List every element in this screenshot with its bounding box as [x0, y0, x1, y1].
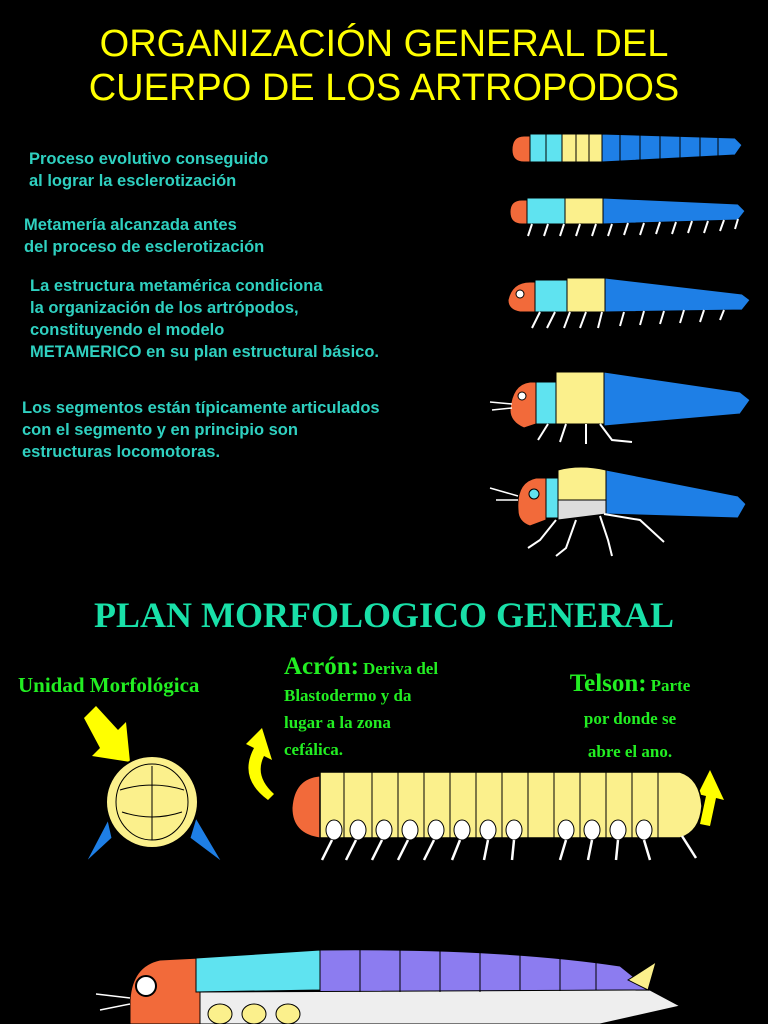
acron-line-4: cefálica.: [284, 740, 343, 759]
bottom-insect-icon: [95, 949, 682, 1024]
curved-arrow-icon: [246, 728, 274, 800]
note-2-line-1: Metamería alcanzada antes: [24, 216, 237, 234]
arrow-icon: [84, 706, 130, 762]
note-2-line-2: del proceso de esclerotización: [24, 238, 265, 256]
note-1-line-1: Proceso evolutivo conseguido: [29, 150, 269, 168]
note-1: Proceso evolutivo conseguido al lograr l…: [29, 148, 268, 192]
telson-arrow-icon: [698, 770, 724, 826]
note-3-line-4: METAMERICO en su plan estructural básico…: [30, 343, 380, 361]
acron-line-3: lugar a la zona: [284, 713, 391, 732]
note-1-line-2: al lograr la esclerotización: [29, 172, 237, 190]
telson-line-1: Parte: [650, 676, 691, 695]
telson-block: Telson: Parte por donde se abre el ano.: [540, 668, 720, 769]
note-4-line-1: Los segmentos están típicamente articula…: [22, 399, 380, 417]
note-3-line-3: constituyendo el modelo: [30, 321, 225, 339]
title-line-1: ORGANIZACIÓN GENERAL DEL: [99, 23, 669, 65]
telson-line-2: por donde se: [583, 709, 677, 728]
acron-block: Acrón: Deriva del Blastodermo y da lugar…: [284, 654, 514, 764]
acron-term: Acrón:: [284, 653, 359, 680]
worm-icon: [511, 133, 743, 163]
unidad-label: Unidad Morfológica: [18, 673, 200, 697]
embryo-icon: [85, 755, 223, 863]
evolution-series: [489, 133, 751, 557]
telson-line-3: abre el ano.: [587, 742, 673, 761]
note-4-line-2: con el segmento y en principio son: [22, 421, 298, 439]
proto-insect-icon: [489, 371, 751, 444]
acron-line-2: Blastodermo y da: [284, 686, 412, 705]
insect-icon: [489, 466, 747, 557]
note-4-line-3: estructuras locomotoras.: [22, 443, 221, 461]
note-3-line-1: La estructura metamérica condiciona: [30, 277, 323, 295]
title-line-2: CUERPO DE LOS ARTROPODOS: [88, 67, 680, 109]
acron-line-1: Deriva del: [362, 659, 439, 678]
note-3: La estructura metamérica condiciona la o…: [30, 275, 379, 363]
telson-term: Telson:: [569, 670, 647, 697]
larva-icon: [507, 277, 751, 329]
note-2: Metamería alcanzada antes del proceso de…: [24, 214, 264, 258]
plan-larva: [291, 771, 703, 861]
page-title: ORGANIZACIÓN GENERAL DEL CUERPO DE LOS A…: [0, 22, 768, 110]
plan-title: PLAN MORFOLOGICO GENERAL: [93, 595, 675, 635]
note-4: Los segmentos están típicamente articula…: [22, 397, 380, 463]
worm-legs-icon: [509, 197, 746, 237]
note-3-line-2: la organización de los artrópodos,: [30, 299, 299, 317]
